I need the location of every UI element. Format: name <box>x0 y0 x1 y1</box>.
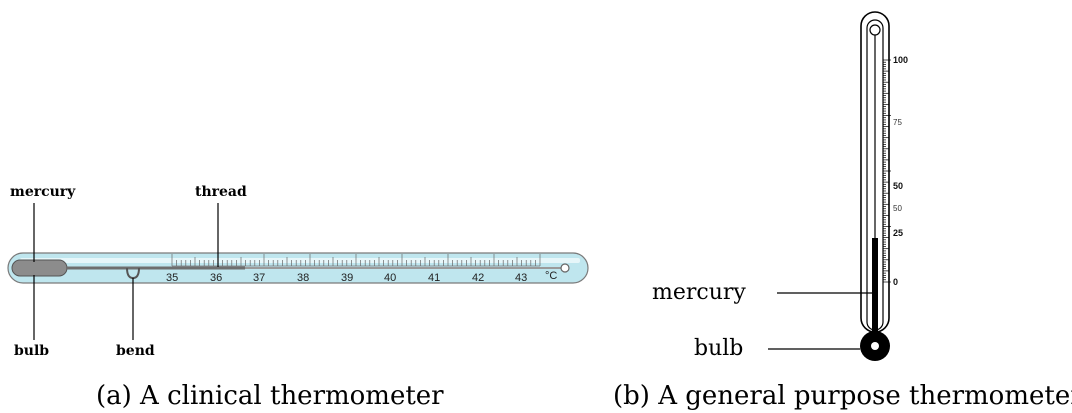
clinical-unit: °C <box>545 270 557 282</box>
general-scale-number: 0 <box>893 277 898 287</box>
general-label-bulb: bulb <box>694 336 743 361</box>
general-thermometer: 100 75 50 50 25 0 mercury bulb (b) A gen… <box>613 11 1072 411</box>
clinical-scale-number: 35 <box>166 272 178 284</box>
clinical-scale-number: 40 <box>384 272 396 284</box>
clinical-end-loop <box>560 263 570 273</box>
general-scale-number: 100 <box>893 55 908 65</box>
clinical-scale-numbers: 35 36 37 38 39 40 41 42 43 °C <box>166 270 557 284</box>
clinical-label-mercury: mercury <box>10 184 76 200</box>
clinical-glass-highlight <box>20 258 580 263</box>
general-bulb-highlight <box>871 342 879 350</box>
general-scale-ticks <box>882 55 891 290</box>
general-scale-numbers: 100 75 50 50 25 0 <box>893 55 908 287</box>
clinical-scale-ticks <box>171 254 541 267</box>
clinical-thermometer: 35 36 37 38 39 40 41 42 43 °C mercury th… <box>7 184 589 411</box>
clinical-scale-number: 42 <box>472 272 484 284</box>
general-scale-number: 50 <box>893 204 902 213</box>
clinical-label-bend: bend <box>116 343 155 359</box>
clinical-scale-number: 38 <box>297 272 309 284</box>
general-scale-number: 50 <box>893 181 903 191</box>
clinical-bulb <box>11 259 68 277</box>
general-scale-number: 25 <box>893 228 903 238</box>
clinical-scale-number: 36 <box>210 272 222 284</box>
clinical-caption: (a) A clinical thermometer <box>96 381 444 411</box>
clinical-label-bulb: bulb <box>14 343 49 359</box>
general-label-mercury: mercury <box>652 280 746 305</box>
general-top-loop <box>869 24 881 36</box>
general-caption: (b) A general purpose thermometer <box>613 381 1072 411</box>
clinical-scale-number: 39 <box>341 272 353 284</box>
general-scale-number: 75 <box>893 118 902 127</box>
general-mercury-column <box>872 238 878 338</box>
clinical-label-thread: thread <box>195 184 247 200</box>
clinical-scale-number: 41 <box>428 272 440 284</box>
clinical-scale-number: 43 <box>515 272 527 284</box>
clinical-scale-number: 37 <box>253 272 265 284</box>
